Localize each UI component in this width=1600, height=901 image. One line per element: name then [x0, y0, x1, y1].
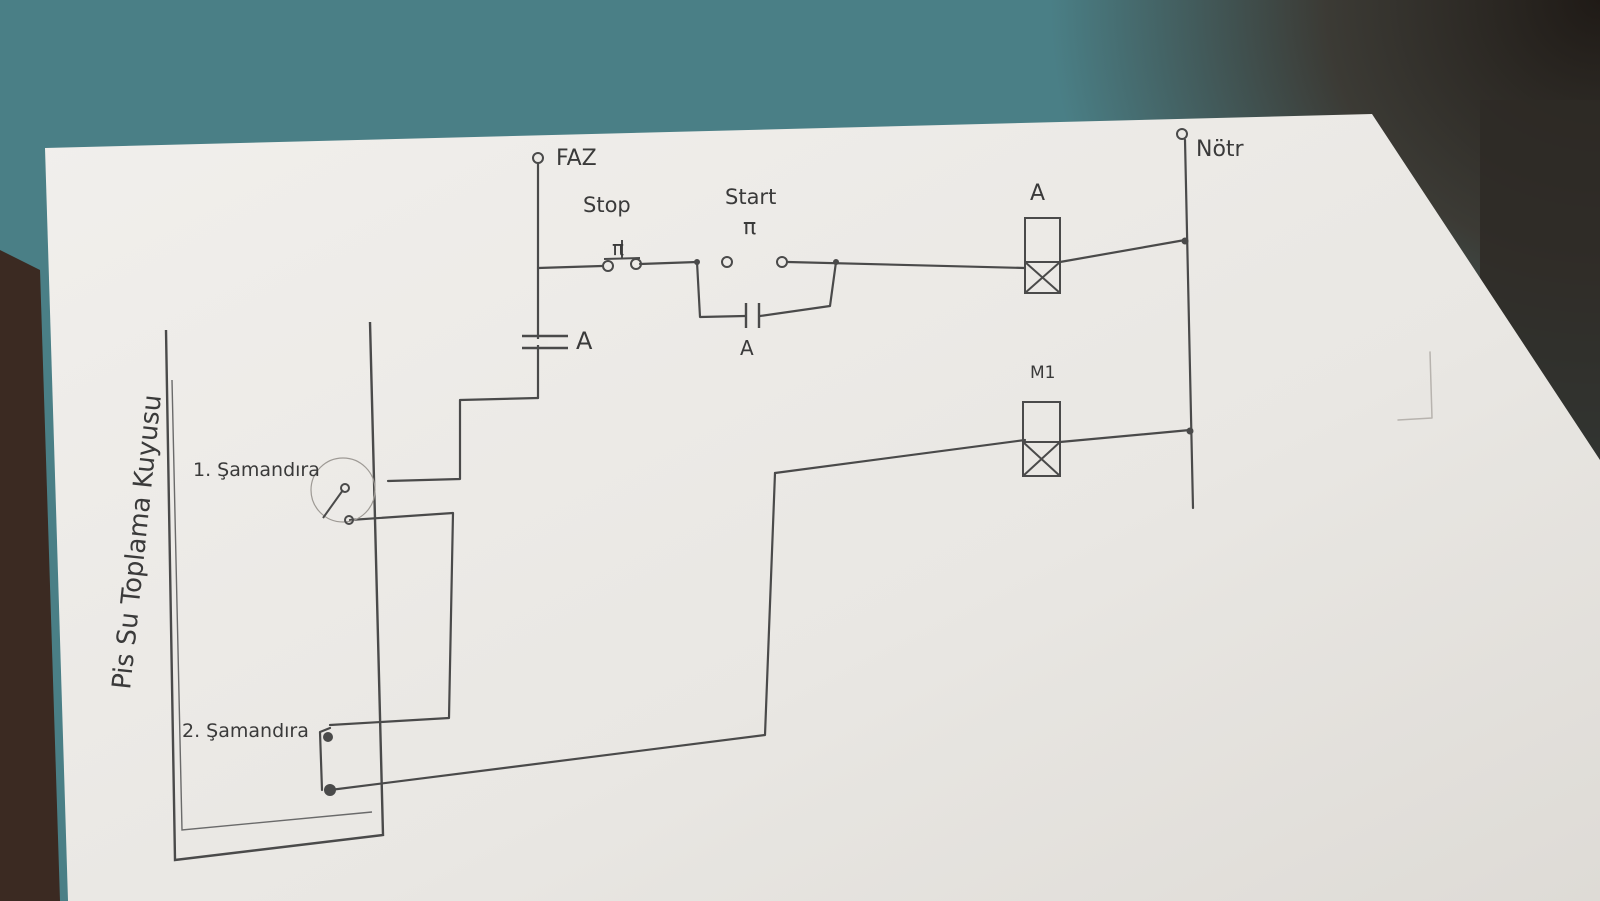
series-contact-label: A [576, 327, 593, 355]
start-symbol: π [743, 215, 756, 240]
tank-walls [164, 321, 385, 862]
float-2-terminal [323, 732, 333, 742]
neutral-terminal [1176, 128, 1188, 140]
rung-1-wire-mid [638, 260, 699, 266]
left-dark-edge [0, 250, 60, 901]
coil-m1-label: M1 [1030, 363, 1055, 383]
float-1-label: 1. Şamandıra [193, 459, 320, 481]
coil-a-label: A [1030, 181, 1045, 206]
float-2-contact [318, 726, 332, 792]
stop-symbol: π [612, 236, 624, 260]
coil-a [1024, 217, 1061, 294]
start-label: Start [725, 185, 776, 209]
coil-a-to-neutral [1058, 238, 1187, 264]
neutral-label: Nötr [1196, 137, 1245, 162]
float-2-terminal [324, 784, 336, 796]
contact-gap [528, 339, 548, 345]
float-2-to-m1 [328, 471, 777, 792]
holding-contact-symbol [744, 303, 761, 328]
junction-dot [694, 259, 700, 265]
start-button-symbol [721, 256, 788, 268]
coil-m1 [1022, 401, 1061, 477]
float-1-switch [310, 457, 376, 525]
wiring [318, 138, 1433, 792]
coil-m-to-neutral [1058, 428, 1192, 444]
series-contact-symbol [522, 334, 568, 350]
phase-terminal [532, 152, 544, 164]
stop-label: Stop [583, 193, 631, 217]
paper-sheet [45, 114, 1600, 901]
contact-a-to-float-1 [386, 396, 540, 483]
junction-dot [1186, 427, 1194, 435]
rung-1-wire-left [536, 264, 604, 270]
holding-contact-label: A [740, 336, 754, 360]
holding-branch-left [695, 260, 747, 319]
float-1-return-loop [328, 511, 455, 727]
stop-button-symbol [602, 240, 642, 272]
rung-1-wire-right [786, 260, 1027, 270]
faint-sketch [1397, 351, 1433, 421]
phase-label: FAZ [556, 146, 597, 171]
junction-dot [833, 259, 839, 265]
junction-dot [1181, 237, 1189, 245]
rung-2-wire-left [773, 438, 1027, 475]
holding-branch-right [758, 260, 838, 318]
float-2-label: 2. Şamandıra [182, 720, 309, 742]
neutral-rail [1183, 138, 1195, 510]
